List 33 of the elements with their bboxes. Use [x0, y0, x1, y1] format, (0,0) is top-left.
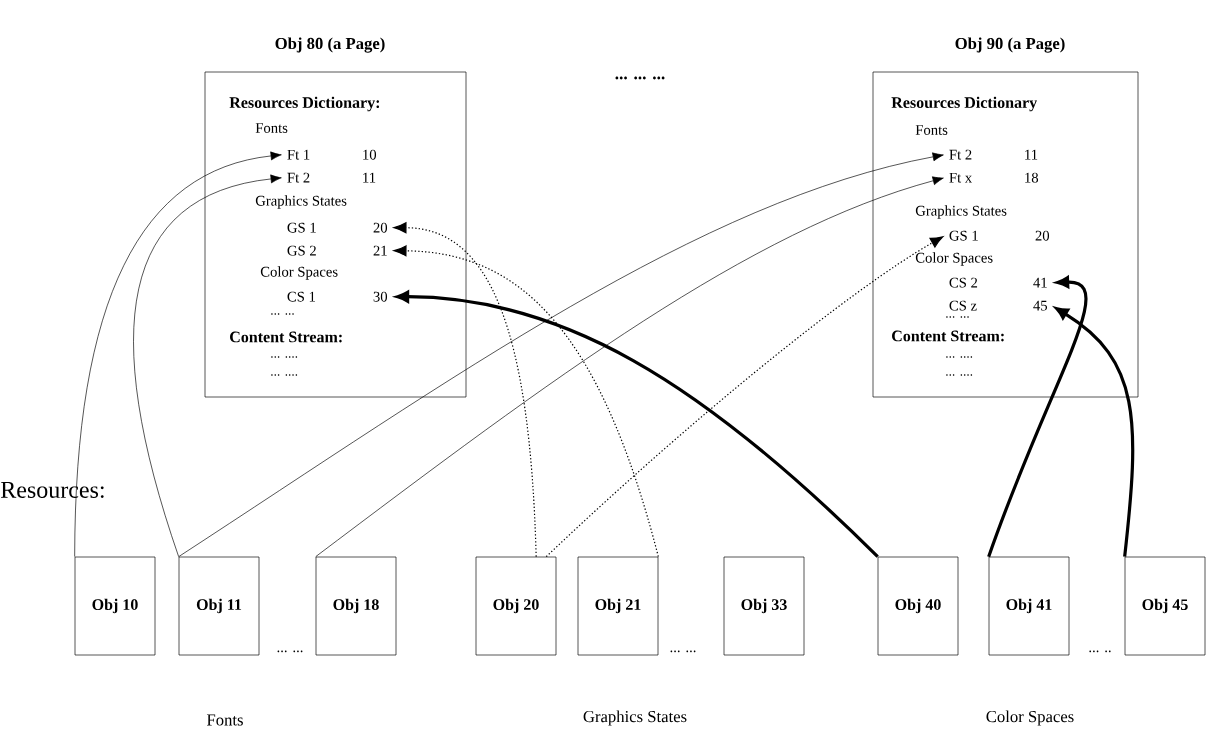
- entry-row: Ft 1 10: [287, 149, 377, 160]
- object-box: Obj 45: [1124, 556, 1206, 656]
- object-box: Obj 18: [315, 556, 397, 656]
- section-label: Resources:: [0, 481, 104, 499]
- group-label: Graphics States: [583, 710, 687, 726]
- object-box: Obj 33: [723, 556, 805, 656]
- group-label: Color Spaces: [986, 710, 1074, 726]
- object-box: Obj 20: [475, 556, 557, 656]
- label-dots: ... ... ...: [615, 76, 665, 80]
- object-box: Obj 21: [577, 556, 659, 656]
- ellipsis: ... ..: [1089, 650, 1111, 653]
- connector-arrow: [987, 276, 1088, 558]
- ellipsis: ... ...: [670, 650, 696, 653]
- connector-arrow: [133, 174, 282, 557]
- object-box: Obj 40: [877, 556, 959, 656]
- object-box: Obj 11: [178, 556, 260, 656]
- connector-arrow: [74, 151, 282, 557]
- entry-row: Ft x 18: [949, 172, 1039, 183]
- object-box: Obj 41: [988, 556, 1070, 656]
- object-box: Obj 10: [74, 556, 156, 656]
- entry-row: CS 2 41: [949, 277, 1047, 288]
- entry-row: CS z 45: [949, 300, 1048, 311]
- entry-row: CS 1 30: [287, 291, 388, 302]
- connector-arrow: [1055, 307, 1135, 557]
- entry-row: GS 1 20: [949, 230, 1050, 241]
- entry-row: GS 1 20: [287, 222, 388, 233]
- entry-row: GS 2 21: [287, 245, 387, 256]
- entry-row: Ft 2 11: [287, 172, 376, 183]
- node-label: Obj 90 (a Page): [955, 37, 1065, 53]
- node-label: Obj 80 (a Page): [275, 37, 385, 53]
- group-label: Fonts: [206, 714, 243, 726]
- ellipsis: ... ...: [277, 650, 303, 653]
- entry-row: Ft 2 11: [949, 149, 1038, 160]
